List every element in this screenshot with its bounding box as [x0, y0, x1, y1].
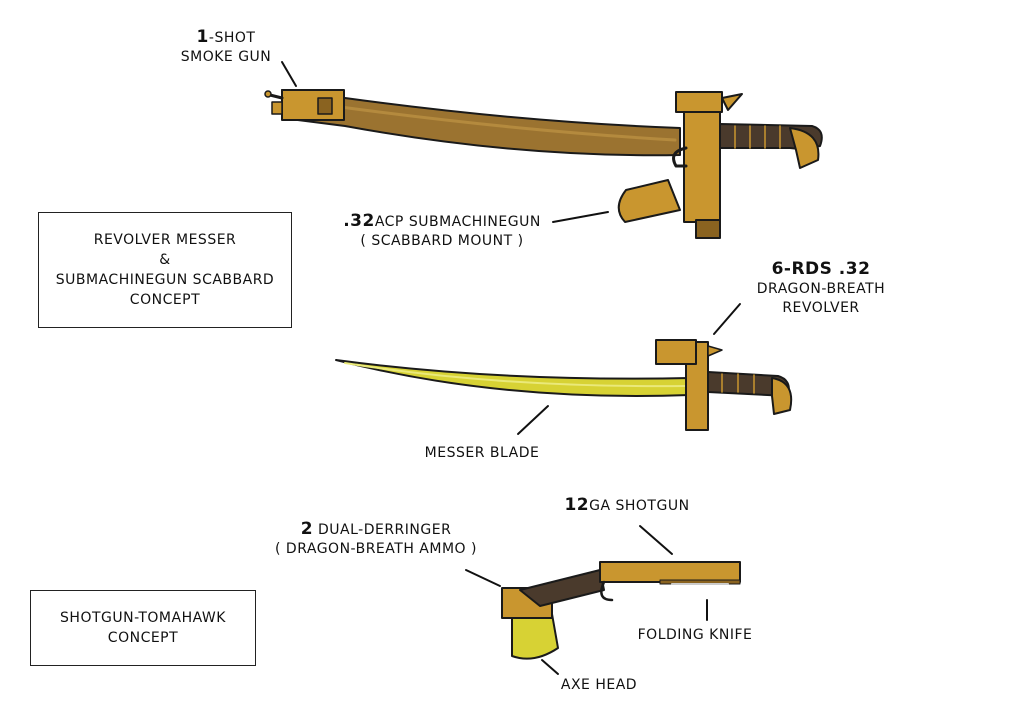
revolver-label: 6-rds .32 Dragon-Breath Revolver [746, 260, 896, 318]
submachinegun-label-line2: ( Scabbard Mount ) [360, 233, 524, 249]
concept-title-line: Concept [107, 630, 179, 646]
shotgun-tomahawk-illustration [501, 561, 741, 660]
submachinegun-caliber: .32 [343, 211, 375, 231]
derringer-label: 2 Dual-Derringer ( Dragon-Breath Ammo ) [260, 520, 492, 559]
shotgun-label-text: GA Shotgun [589, 498, 690, 514]
folding-knife-label: Folding Knife [637, 627, 753, 643]
derringer-count: 2 [300, 519, 314, 539]
concept-title-line: Concept [129, 292, 201, 308]
smoke-gun-count: 1 [196, 27, 209, 47]
shotgun-gauge: 12 [564, 495, 590, 515]
concept-title-line: & [159, 252, 171, 268]
revolver-rounds: 6-rds .32 [771, 259, 871, 279]
revolver-label-line3: Revolver [782, 300, 860, 316]
leader-lines [281, 61, 741, 675]
derringer-label-text: Dual-Derringer [313, 522, 452, 538]
shotgun-label: 12GA Shotgun [562, 496, 692, 516]
smoke-gun-scabbard-illustration [264, 89, 681, 157]
smoke-gun-label-line2: Smoke Gun [180, 49, 272, 65]
concept-title-line: Revolver Messer [93, 232, 237, 248]
messer-blade-illustration [335, 359, 691, 397]
concept-title-line: Shotgun-Tomahawk [60, 610, 226, 626]
smoke-gun-label: 1-Shot Smoke Gun [168, 28, 284, 67]
submachinegun-illustration [617, 91, 823, 239]
revolver-illustration [655, 339, 793, 431]
axe-head-label: Axe Head [560, 677, 638, 693]
revolver-messer-concept-box: Revolver Messer & Submachinegun Scabbard… [38, 212, 292, 328]
shotgun-tomahawk-concept-box: Shotgun-Tomahawk Concept [30, 590, 256, 666]
revolver-label-line2: Dragon-Breath [756, 281, 886, 297]
concept-title-line: Submachinegun Scabbard [55, 272, 275, 288]
smoke-gun-label-text: -Shot [208, 30, 256, 46]
messer-blade-label: Messer Blade [424, 445, 540, 461]
submachinegun-label: .32ACP Submachinegun ( Scabbard Mount ) [336, 212, 548, 251]
derringer-label-line2: ( Dragon-Breath Ammo ) [275, 541, 477, 557]
submachinegun-label-text: ACP Submachinegun [374, 214, 541, 230]
